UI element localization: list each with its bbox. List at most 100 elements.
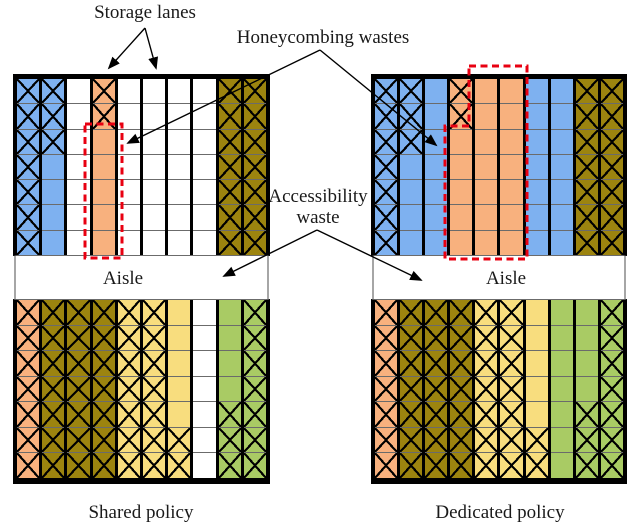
empty-cell [550,103,573,128]
occupied-cell [425,375,448,402]
occupied-cell [92,452,115,479]
occupied-cell [117,350,141,376]
occupied-cell [218,426,241,453]
empty-cell [143,103,166,128]
occupied-cell [375,375,398,402]
storage-lane [114,79,141,255]
empty-cell [425,103,448,128]
storage-lane [64,79,90,255]
storage-block-top-right [371,74,627,256]
occupied-cell [600,79,623,104]
storage-lane [39,300,65,479]
occupied-cell [92,79,115,104]
storage-lane [17,79,40,255]
empty-cell [400,229,423,255]
occupied-cell [450,375,473,402]
storage-lane [397,79,423,255]
empty-cell [500,204,523,229]
occupied-cell [168,452,191,479]
occupied-cell [450,103,473,129]
occupied-cell [42,324,65,351]
empty-cell [425,229,448,255]
storage-lane [190,300,216,478]
empty-cell [168,229,191,255]
occupied-cell [600,401,623,427]
empty-cell [551,79,573,103]
occupied-cell [17,179,40,205]
storage-lane [140,300,166,479]
occupied-cell [117,375,141,402]
occupied-cell [525,426,548,453]
occupied-cell [243,204,267,230]
empty-cell [475,103,498,128]
occupied-cell [42,79,65,104]
empty-cell [550,452,573,478]
occupied-cell [243,350,267,376]
occupied-cell [117,401,141,427]
occupied-cell [450,426,473,453]
empty-cell [575,324,598,351]
occupied-cell [243,128,267,154]
empty-cell [500,103,523,128]
empty-cell [551,300,573,325]
empty-cell [525,375,548,402]
empty-cell [475,229,498,255]
occupied-cell [67,452,90,479]
empty-cell [525,153,548,179]
occupied-cell [218,79,241,104]
empty-cell [143,128,166,154]
empty-cell [475,128,498,154]
empty-cell [92,128,115,154]
empty-cell [92,229,115,255]
occupied-cell [500,401,523,427]
occupied-cell [500,452,523,479]
occupied-cell [42,300,65,325]
occupied-cell [92,375,115,402]
empty-cell [168,401,191,427]
occupied-cell [400,401,423,427]
occupied-cell [243,229,267,255]
empty-cell [42,179,65,204]
aisle-label-left: Aisle [102,268,144,289]
occupied-cell [218,401,241,427]
storage-lane [547,300,573,478]
occupied-cell [400,128,423,154]
empty-cell [67,204,90,229]
honeycombing-wastes-label: Honeycombing wastes [236,27,410,48]
storage-lane [597,300,623,479]
occupied-cell [575,179,598,205]
empty-cell [193,452,216,478]
empty-cell [117,229,141,255]
storage-lane [422,300,448,479]
occupied-cell [42,426,65,453]
empty-cell [525,128,548,154]
storage-lane [472,300,498,479]
storage-lane [397,300,423,479]
storage-lane [140,79,166,255]
occupied-cell [17,153,40,180]
empty-cell [475,179,498,204]
empty-cell [42,204,65,229]
occupied-cell [425,300,448,325]
occupied-cell [67,300,90,325]
occupied-cell [475,375,498,402]
occupied-cell [575,452,598,479]
occupied-cell [500,300,523,325]
storage-lane [190,79,216,255]
empty-cell [450,179,473,204]
empty-cell [500,128,523,154]
empty-cell [425,179,448,204]
accessibility-waste-label: Accessibility waste [248,186,388,228]
empty-cell [575,350,598,376]
occupied-cell [575,79,598,104]
occupied-cell [400,350,423,376]
occupied-cell [42,401,65,427]
occupied-cell [17,128,40,154]
occupied-cell [218,452,241,479]
empty-cell [500,153,523,179]
occupied-cell [425,426,448,453]
occupied-cell [243,426,267,453]
occupied-cell [42,375,65,402]
empty-cell [143,229,166,255]
